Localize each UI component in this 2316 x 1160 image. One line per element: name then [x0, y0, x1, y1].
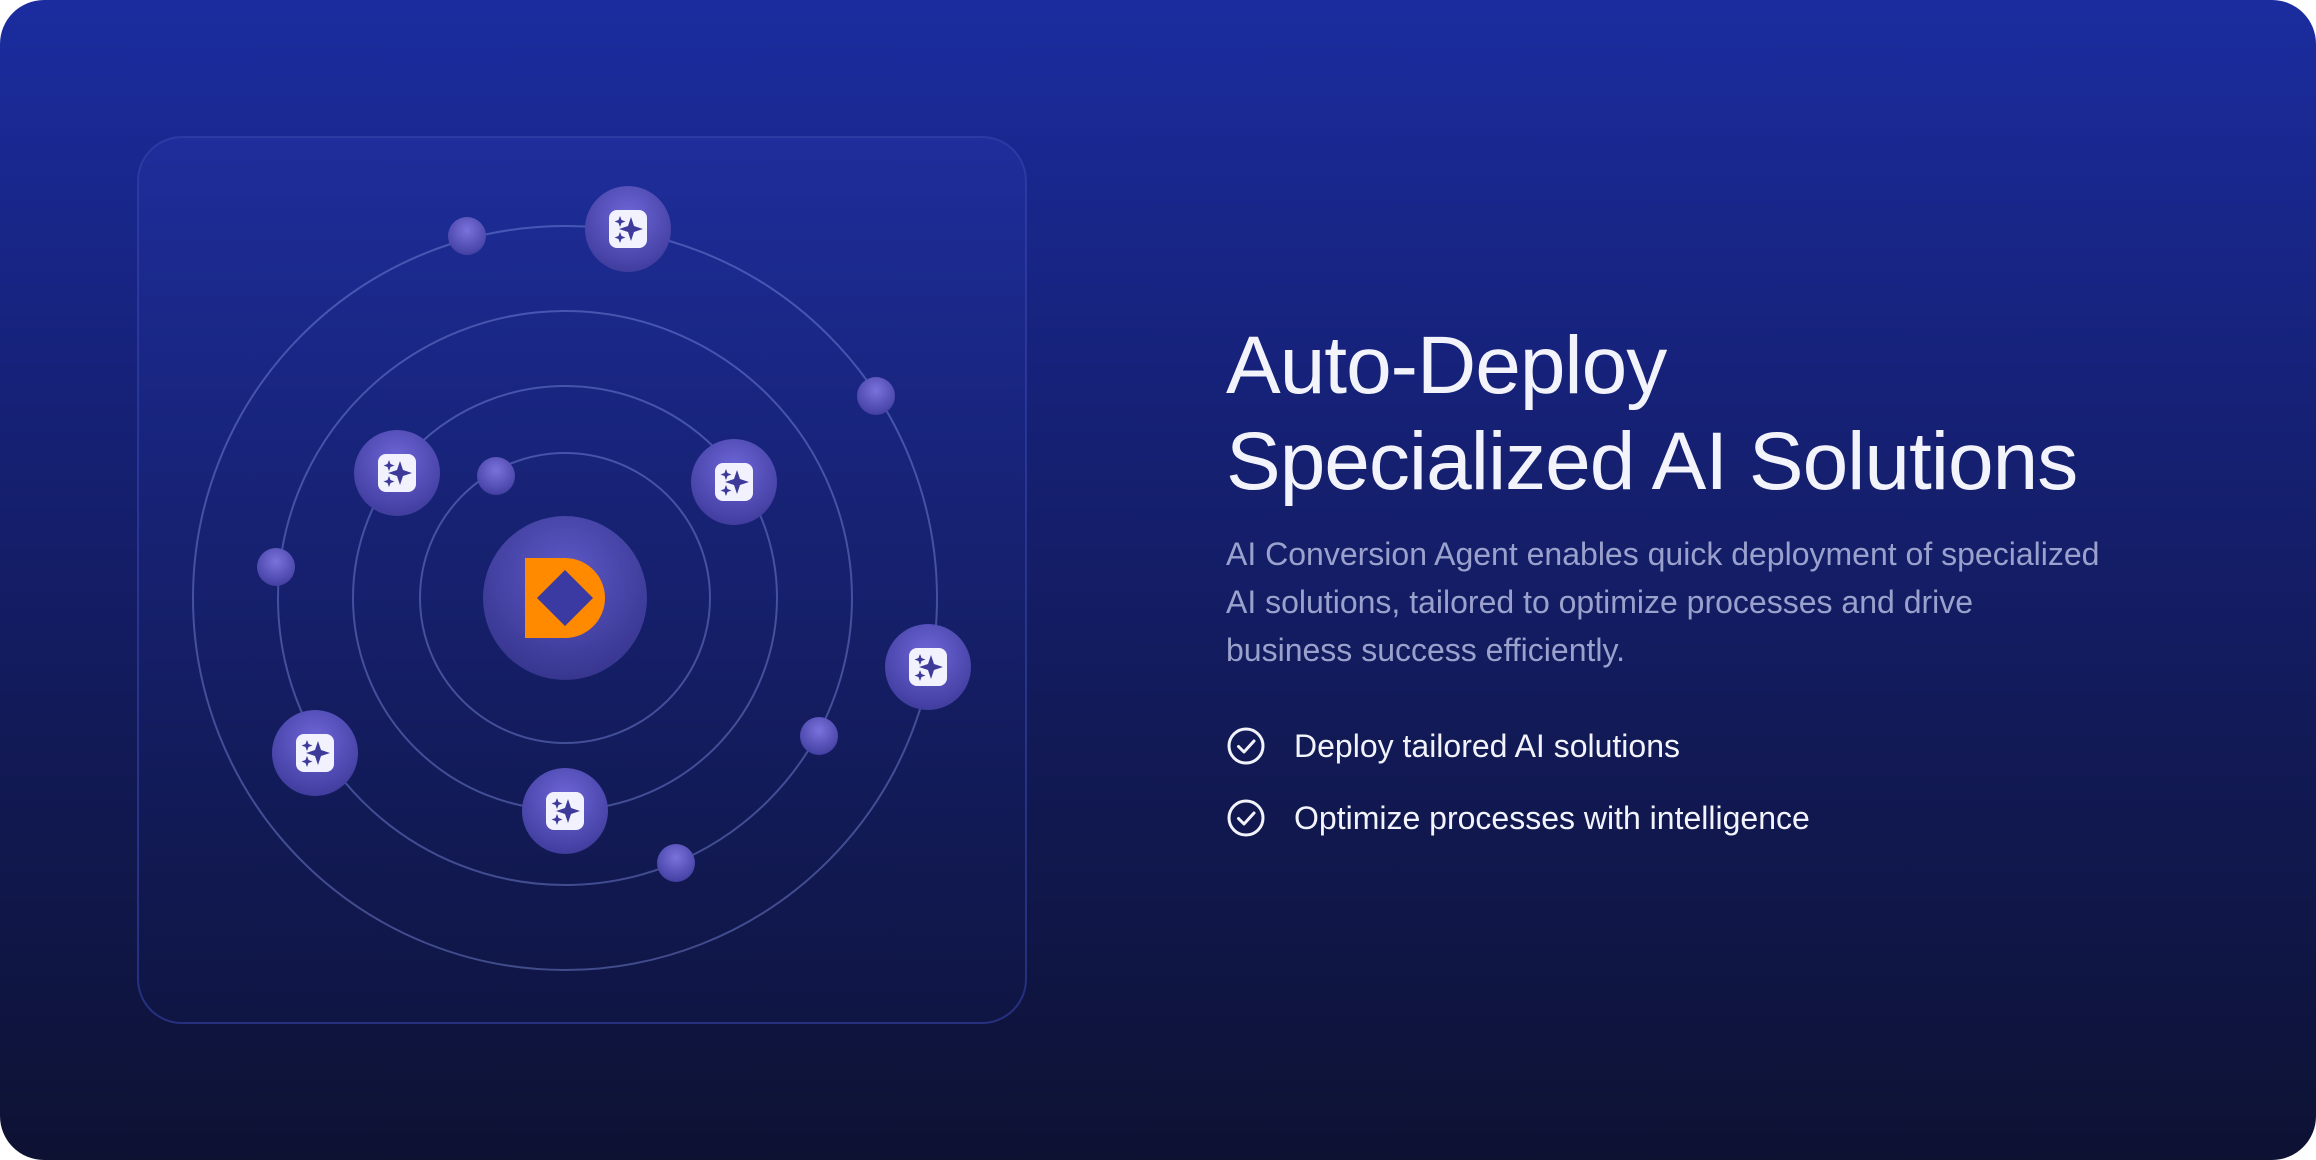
brand-d-logo-icon — [525, 558, 605, 638]
text-section: Auto-Deploy Specialized AI Solutions AI … — [1226, 318, 2126, 862]
sparkle-icon — [609, 210, 647, 248]
orbit-dot — [800, 717, 838, 755]
sparkle-nodes — [272, 186, 971, 854]
headline-line-2: Specialized AI Solutions — [1226, 416, 2078, 507]
feature-list: Deploy tailored AI solutions Optimize pr… — [1226, 718, 2126, 846]
sparkle-node — [272, 710, 358, 796]
sparkle-node — [885, 624, 971, 710]
sparkle-node — [354, 430, 440, 516]
check-circle-icon — [1227, 799, 1265, 837]
orbit-ring — [419, 452, 711, 744]
sparkle-node — [585, 186, 671, 272]
headline: Auto-Deploy Specialized AI Solutions — [1226, 318, 2126, 510]
feature-label: Deploy tailored AI solutions — [1294, 728, 1680, 764]
sparkle-icon — [909, 648, 947, 686]
orbit-dot — [657, 844, 695, 882]
sparkle-icon — [715, 463, 753, 501]
orbit-ring — [192, 225, 938, 971]
feature-label: Optimize processes with intelligence — [1294, 800, 1810, 836]
sparkle-icon — [378, 454, 416, 492]
orbit-dot — [448, 217, 486, 255]
check-circle-icon — [1227, 727, 1265, 765]
sparkle-icon — [546, 792, 584, 830]
sparkle-node — [691, 439, 777, 525]
feature-item: Deploy tailored AI solutions — [1226, 718, 2126, 774]
sparkle-icon — [296, 734, 334, 772]
feature-item: Optimize processes with intelligence — [1226, 790, 2126, 846]
orbit-dot — [857, 377, 895, 415]
headline-line-1: Auto-Deploy — [1226, 320, 1667, 411]
orbit-ring — [277, 310, 853, 886]
description: AI Conversion Agent enables quick deploy… — [1226, 536, 2100, 668]
orbit-dots — [257, 217, 895, 882]
sparkle-node — [522, 768, 608, 854]
center-logo — [483, 516, 647, 680]
orbit-dot — [477, 457, 515, 495]
orbit-dot — [257, 548, 295, 586]
